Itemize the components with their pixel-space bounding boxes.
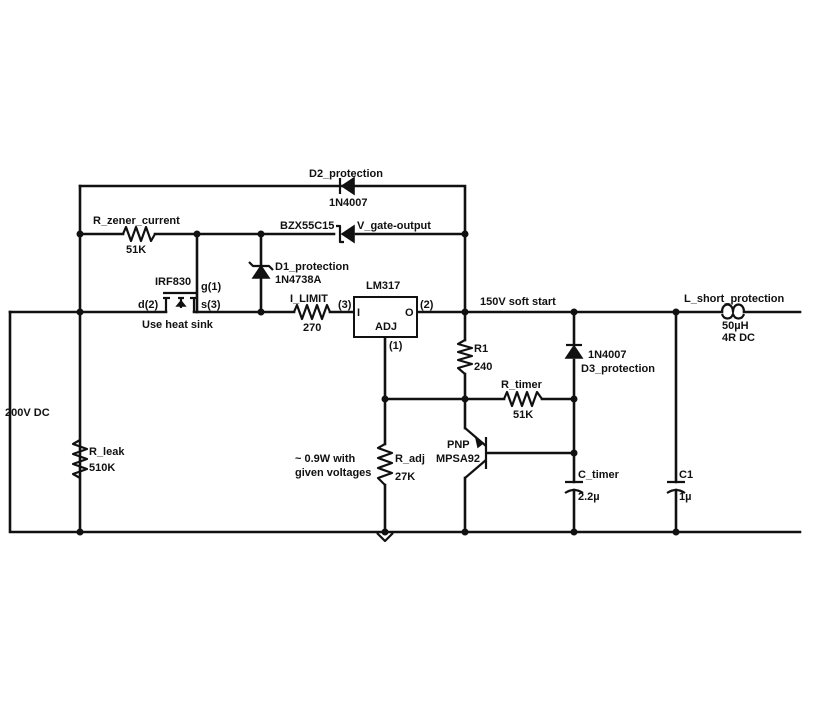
zener-bzx55c15-symbol [336,224,355,244]
r1-value-label: 240 [474,361,492,373]
d3-name-label: D3_protection [581,363,655,375]
d1-name-label: D1_protection [275,261,349,273]
c-timer-capacitor [564,480,584,494]
reg-in-label: I [357,307,360,319]
d1-zener-symbol [248,261,274,279]
supply-label: 200V DC [5,407,50,419]
lm317-regulator [353,296,418,338]
pnp-part-label: MPSA92 [436,453,480,465]
reg-out-pin-label: (2) [420,299,434,311]
l-name-label: L_short_protection [684,293,785,305]
mosfet-source-label: s(3) [201,299,221,311]
d2-diode-symbol [338,176,355,196]
d3-diode-symbol [564,343,584,359]
c-timer-value-label: 2.2µ [578,491,600,503]
d1-part-label: 1N4738A [275,274,322,286]
l-short-protection-inductor [720,303,746,320]
r-leak-name-label: R_leak [89,446,125,458]
reg-adj-pin-label: (1) [389,340,403,352]
reg-part-label: LM317 [366,280,400,292]
mosfet-part-label: IRF830 [155,276,191,288]
r-timer-value-label: 51K [513,409,533,421]
c1-value-label: 1µ [679,491,691,503]
r-adj-name-label: R_adj [395,453,425,465]
mosfet-gate-label: g(1) [201,281,222,293]
i-limit-resistor [292,303,332,321]
reg-in-pin-label: (3) [338,299,352,311]
mosfet-note-label: Use heat sink [142,319,214,331]
gate-net-label: V_gate-output [357,220,431,232]
ground-symbol [376,532,394,543]
d3-part-label: 1N4007 [588,349,627,361]
r1-name-label: R1 [474,343,488,355]
r-zener-resistor [121,225,156,243]
r-adj-value-label: 27K [395,471,415,483]
pnp-type-label: PNP [447,439,470,451]
c-timer-name-label: C_timer [578,469,620,481]
l-value-label: 50µH [722,320,749,332]
d2-name-label: D2_protection [309,168,383,180]
r-zener-name-label: R_zener_current [93,215,180,227]
d2-part-label: 1N4007 [329,197,368,209]
r-adj-resistor [376,443,394,486]
component-labels: D2_protection 1N4007 R_zener_current 51K… [5,168,785,503]
irf830-mosfet-symbol [163,291,197,312]
zener-part-label: BZX55C15 [280,220,334,232]
c1-name-label: C1 [679,469,693,481]
i-limit-name-label: I_LIMIT [290,293,328,305]
r-zener-value-label: 51K [126,244,146,256]
junction-dots [76,230,680,536]
r-timer-name-label: R_timer [501,379,543,391]
c1-capacitor [666,480,686,494]
radj-note-line2: given voltages [295,467,371,479]
pnp-transistor-symbol [464,427,488,479]
soft-start-net-label: 150V soft start [480,296,556,308]
r-leak-value-label: 510K [89,462,115,474]
i-limit-value-label: 270 [303,322,321,334]
reg-adj-label: ADJ [375,321,397,333]
r-timer-resistor [502,390,543,408]
mosfet-drain-label: d(2) [138,299,159,311]
l-dcr-label: 4R DC [722,332,755,344]
r1-resistor [456,339,474,375]
reg-out-label: O [405,307,414,319]
r-leak-resistor [71,439,89,479]
wires [8,184,802,534]
radj-note-line1: ~ 0.9W with [295,453,355,465]
